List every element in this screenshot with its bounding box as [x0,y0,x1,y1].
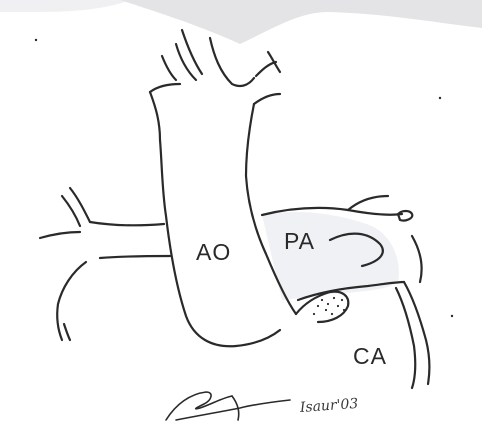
left-branch-small-tick [64,324,70,340]
stray-dot-top-left [35,39,37,41]
pa-right-down-2 [396,288,415,388]
pa-right-edge [412,236,422,282]
branch-vessel-far-left [162,56,176,80]
left-branch-upper [70,188,90,222]
aorta-left-wall [150,92,280,346]
stippling-dots [313,297,345,315]
left-branch-mid [40,232,80,238]
stray-dot-right-mid [451,315,453,317]
aorta-top-connector [150,84,180,92]
label-pulmonary-artery: PA [284,230,315,253]
pa-small-oval [398,211,412,221]
pa-shading [262,212,399,300]
branch-vessel-middle [210,38,254,86]
pa-right-down-1 [404,282,429,384]
label-aorta: AO [196,241,231,264]
label-coronary-artery: CA [353,345,387,368]
left-branch-down [57,262,86,340]
left-branch-horizontal-bottom [100,256,170,258]
branch-vessel-right [256,62,276,76]
stray-dot-right [439,97,441,99]
aorta-right-upper [254,94,280,104]
branch-vessel-right-tip [268,52,280,72]
left-branch-horizontal-top [90,222,164,225]
pa-upper-lobe [348,196,388,210]
signature-scribble [166,392,290,420]
branch-vessel-left-inner [176,44,196,80]
